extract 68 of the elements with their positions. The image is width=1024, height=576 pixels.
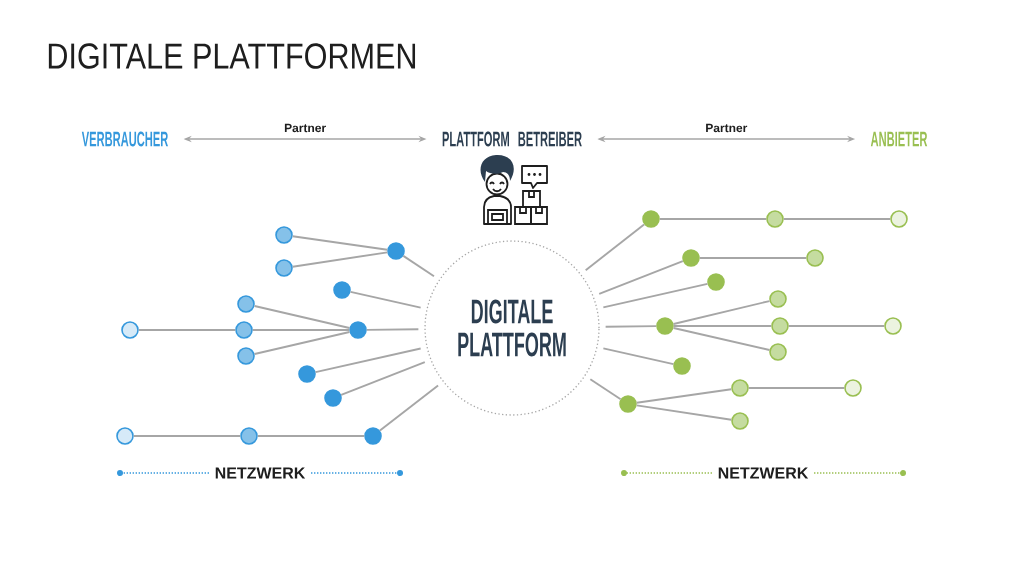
connector-line [672,325,773,327]
node-dot [237,295,255,313]
node-dot [707,273,725,291]
node-dot [298,365,316,383]
node-dot [769,290,787,308]
connector-line [253,305,351,329]
connector-line [349,290,422,309]
node-dot [240,427,258,445]
connector-line [698,257,808,259]
node-dot [731,379,749,397]
node-dot [673,357,691,375]
node-dot [364,427,382,445]
role-heading: PLATTFORM BETREIBER [442,131,582,147]
connector-line [672,300,771,325]
connector-line [137,329,237,331]
connector-line [314,347,422,374]
connector-line [132,435,242,437]
connector-line [598,260,684,295]
connector-line [584,223,646,272]
connector-line [253,331,351,355]
node-dot [806,249,824,267]
node-dot [642,210,660,228]
node-dot [731,412,749,430]
network-label: NETZWERK [215,467,306,479]
node-dot [387,242,405,260]
connector-line [604,325,658,328]
title: DIGITALE PLATTFORMEN [48,43,416,69]
node-dot [275,259,293,277]
node-dot [324,389,342,407]
connector-line [251,329,351,331]
node-dot [619,395,637,413]
node-dot [349,321,367,339]
connector-line [602,347,675,366]
node-dot [116,427,134,445]
node-dot [333,281,351,299]
node-dot [769,343,787,361]
node-dot [121,321,139,339]
node-dot [235,321,253,339]
connector-line [602,283,709,309]
node-dot [275,226,293,244]
connector-line [787,325,886,327]
connector-line [365,328,420,331]
connector-line [291,251,389,268]
connector-line [782,218,892,220]
role-heading: VERBRAUCHER [81,131,169,147]
connector-line [379,384,440,432]
connector-line [635,404,733,421]
connector-line [635,388,733,404]
connector-line [402,254,435,278]
edge-label: Partner [283,122,328,134]
edge-label: Partner [704,122,749,134]
node-dot [682,249,700,267]
connector-line [589,378,622,401]
node-dot [884,317,902,335]
node-dot [844,379,862,397]
connector-line [340,361,426,396]
node-dot [890,210,908,228]
connector-line [291,235,389,251]
node-dot [766,210,784,228]
connector-line [658,218,768,220]
network-label: NETZWERK [718,467,809,479]
connector-line [256,435,366,437]
node-dot [771,317,789,335]
role-heading: ANBIETER [870,131,928,147]
node-dot [237,347,255,365]
node-dot [656,317,674,335]
connector-line [672,327,771,351]
connector-line [747,387,846,389]
